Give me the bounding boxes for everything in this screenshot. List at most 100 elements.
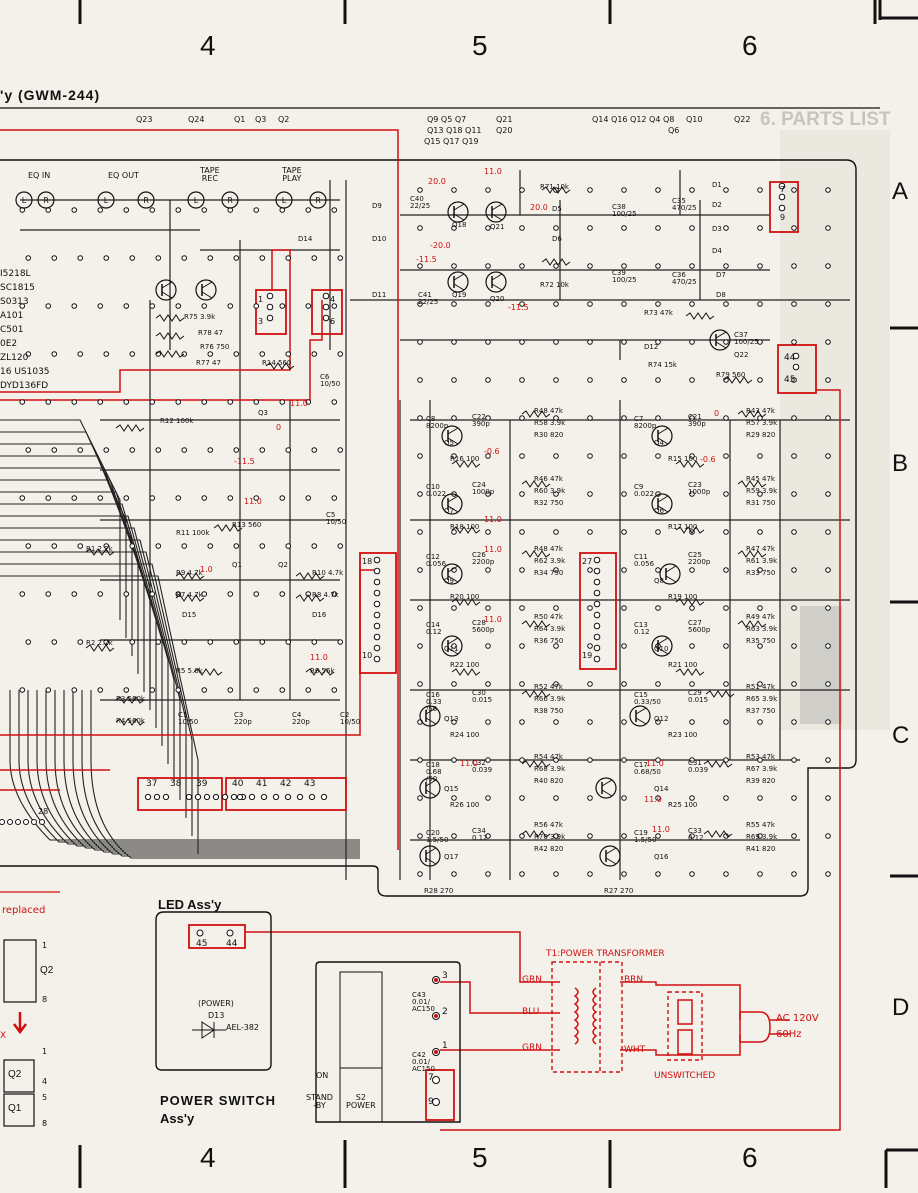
component-label: R14 560 [262, 359, 292, 367]
voltage-reading: -0.6 [700, 455, 716, 464]
switch-standby: STAND -BY [306, 1093, 333, 1110]
switch-s2: S2 POWER [346, 1093, 376, 1110]
grid-col-4-top: 4 [200, 30, 216, 61]
replaced-pin-1: 1 [42, 941, 48, 950]
component-label: C41 22/25 [418, 291, 439, 306]
eq-in-label: EQ IN [28, 171, 51, 180]
voltage-reading: 11.0 [652, 825, 670, 834]
grid-row-c: C [892, 722, 910, 749]
component-label: R8 4.7k [312, 591, 339, 599]
led-pin-44: 44 [226, 939, 238, 949]
wire-grn-1: GRN [522, 975, 542, 985]
component-label: Q15 [444, 785, 459, 793]
hdr-q23: Q23 [136, 115, 153, 124]
switch-pin-3: 3 [442, 971, 448, 981]
conn-4: 4 [330, 295, 336, 304]
component-label: Q6 [654, 507, 664, 515]
component-label: C28 5600p [472, 619, 495, 634]
component-label: D11 [372, 291, 387, 299]
left-part-label: ZL120 [0, 353, 29, 363]
component-label: R57 3.9k [746, 419, 778, 427]
conn-3: 3 [258, 317, 264, 326]
component-label: R52 47k [534, 683, 563, 691]
red-wiring [0, 129, 841, 1131]
voltage-reading: -11.5 [234, 457, 255, 466]
conn-44: 44 [784, 353, 796, 363]
component-label: D12 [644, 343, 659, 351]
component-label: C12 0.056 [426, 553, 447, 568]
component-label: Q8 [654, 577, 664, 585]
component-label: C38 100/25 [612, 203, 637, 218]
component-label: Q14 [654, 785, 669, 793]
hdr-q6: Q6 [668, 126, 680, 135]
component-label: D14 [298, 235, 313, 243]
conn-45: 45 [784, 375, 796, 385]
replaced-q1: Q1 [8, 1103, 22, 1114]
power-switch-title: POWER SWITCH [160, 1093, 276, 1108]
component-label: D9 [372, 202, 382, 210]
component-label: D3 [712, 225, 722, 233]
power-switch-subtitle: Ass'y [160, 1111, 195, 1126]
voltage-reading: 11.0 [484, 515, 502, 524]
ghost-heading: 6. PARTS LIST [760, 109, 891, 130]
solder-pads [0, 182, 831, 1106]
component-label: R37 750 [746, 707, 776, 715]
component-label: C22 390p [472, 413, 490, 428]
replaced-ic-drawing [0, 891, 60, 1127]
component-label: Q3 [258, 409, 268, 417]
component-label: C6 10/50 [320, 373, 341, 388]
component-label: R32 750 [534, 499, 564, 507]
replaced-q1-pin-5: 5 [42, 1093, 48, 1102]
component-label: R48 47k [534, 407, 563, 415]
transformer-title: T1:POWER TRANSFORMER [546, 949, 665, 959]
component-label: Q7 [444, 507, 454, 515]
wire-blu: BLU [522, 1007, 540, 1017]
conn-19: 19 [582, 651, 593, 660]
component-label: R17 100 [668, 523, 698, 531]
voltage-reading: -11.5 [416, 255, 437, 264]
component-label: R7 4.7k [176, 591, 203, 599]
hdr-q20: Q20 [496, 126, 513, 135]
component-label: C19 1.5/50 [634, 829, 657, 844]
left-part-label: SC1815 [0, 283, 35, 293]
voltage-reading: 0 [714, 409, 720, 418]
frame-ticks [78, 0, 918, 1188]
voltage-reading: 11.0 [484, 167, 502, 176]
component-label: Q11 [444, 645, 459, 653]
tape-play-label: TAPE PLAY [282, 166, 302, 183]
component-label: Q10 [654, 645, 669, 653]
conn-43: 43 [304, 779, 316, 789]
left-part-label: S0313 [0, 297, 29, 307]
component-label: Q12 [654, 715, 669, 723]
component-label: C7 8200p [634, 415, 657, 430]
conn-38: 38 [170, 779, 182, 789]
conn-42: 42 [280, 779, 292, 789]
component-label: C31 0.039 [688, 759, 709, 774]
component-label: C24 1000p [472, 481, 495, 496]
conn-28: 28 [38, 807, 49, 816]
component-label: R4 560k [116, 717, 145, 725]
component-label: D15 [182, 611, 197, 619]
component-label: C39 100/25 [612, 269, 637, 284]
component-label: R42 820 [534, 845, 564, 853]
replaced-q2-pin-1: 1 [42, 1047, 48, 1056]
component-label: R68 3.9k [534, 765, 566, 773]
svg-text:R: R [143, 196, 149, 205]
conn-39: 39 [196, 779, 208, 789]
component-label: Q19 [452, 291, 467, 299]
conn-10: 10 [362, 651, 373, 660]
replaced-pin-8: 8 [42, 995, 48, 1004]
component-label: R77 47 [196, 359, 221, 367]
component-label: Q20 [490, 295, 505, 303]
component-label: C1 10/50 [178, 711, 199, 726]
traces [20, 170, 850, 880]
component-label: R56 47k [534, 821, 563, 829]
replaced-q2-bottom: Q2 [8, 1069, 22, 1080]
voltage-reading: -20.0 [430, 241, 451, 250]
component-label: R60 3.9k [534, 487, 566, 495]
component-label: C20 1.5/50 [426, 829, 449, 844]
hdr-group-3: Q15 Q17 Q19 [424, 137, 479, 146]
component-label: R28 270 [424, 887, 454, 895]
left-part-label: I5218L [0, 269, 31, 279]
